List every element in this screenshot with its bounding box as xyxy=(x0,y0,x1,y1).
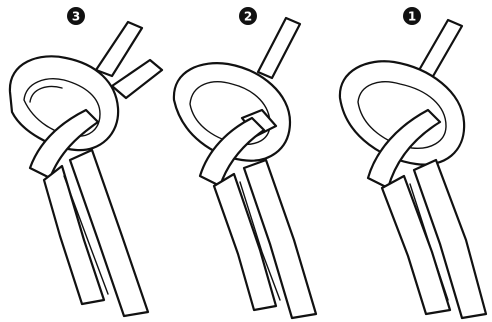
knot-panel-1: 1 xyxy=(340,7,486,318)
step-number-1: 1 xyxy=(408,10,416,24)
step-number-2: 2 xyxy=(244,10,252,24)
knot-panel-2: 2 xyxy=(174,7,316,318)
step-number-3: 3 xyxy=(72,10,80,24)
strand-upper xyxy=(258,18,300,78)
strand-upper xyxy=(96,22,142,76)
strand-upper xyxy=(418,20,462,78)
knot-panel-3: 3 xyxy=(10,7,162,316)
